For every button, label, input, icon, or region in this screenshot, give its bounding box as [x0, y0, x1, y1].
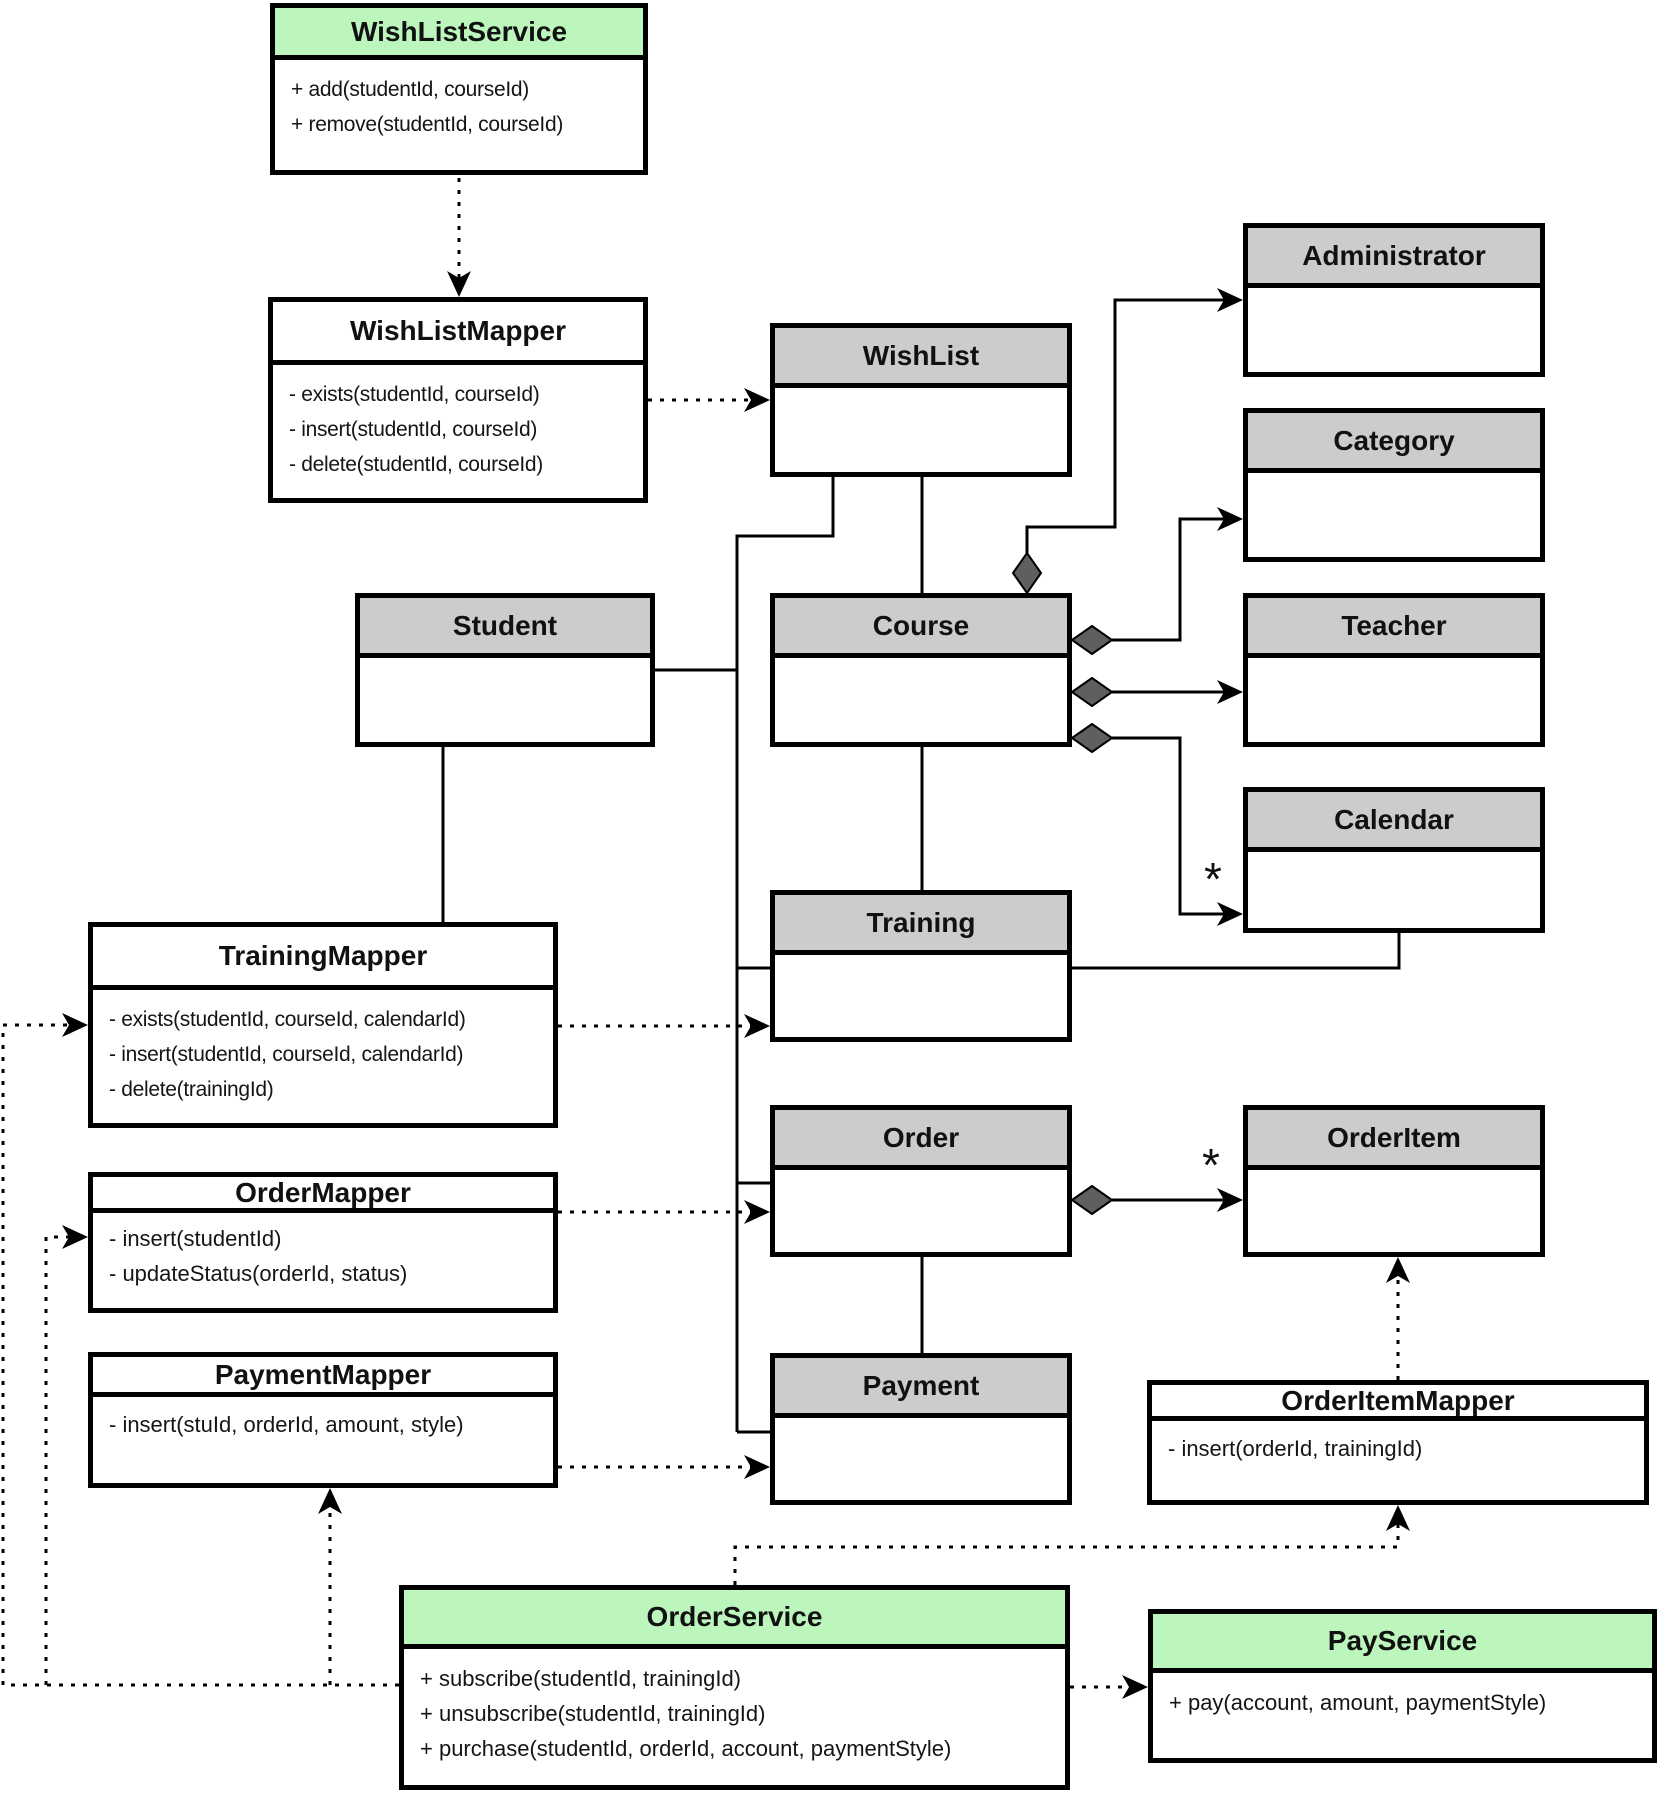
method: - insert(stuId, orderId, amount, style)	[109, 1412, 464, 1437]
multiplicity-order-orderitem: *	[1202, 1139, 1220, 1191]
class-orderservice: OrderService + subscribe(studentId, trai…	[399, 1585, 1070, 1790]
class-paymentmapper-title: PaymentMapper	[93, 1357, 553, 1397]
method: - insert(studentId)	[109, 1226, 282, 1251]
class-training-body	[775, 955, 1067, 967]
class-calendar-title: Calendar	[1248, 792, 1540, 852]
class-payment-title: Payment	[775, 1358, 1067, 1418]
class-trainingmapper-body: - exists(studentId, courseId, calendarId…	[93, 990, 553, 1107]
agg-course-category	[1070, 507, 1243, 656]
method: + add(studentId, courseId)	[291, 78, 529, 101]
dep-ordermapper-order	[558, 1200, 770, 1224]
class-orderservice-body: + subscribe(studentId, trainingId) + uns…	[404, 1649, 1065, 1766]
dep-orderitemmapper-orderitem	[1386, 1257, 1410, 1380]
class-ordermapper-title: OrderMapper	[93, 1177, 553, 1213]
class-teacher-body	[1248, 658, 1540, 670]
class-wishlist-body	[775, 388, 1067, 400]
class-trainingmapper-title: TrainingMapper	[93, 927, 553, 990]
class-wishlistmapper-body: - exists(studentId, courseId) - insert(s…	[273, 365, 643, 482]
class-orderitem: OrderItem	[1243, 1105, 1545, 1257]
dep-paymentmapper-payment	[558, 1455, 770, 1479]
class-student: Student	[355, 593, 655, 747]
class-payservice: PayService + pay(account, amount, paymen…	[1148, 1609, 1657, 1763]
conn-training-calendar	[1072, 933, 1401, 970]
class-order: Order	[770, 1105, 1072, 1257]
method: + pay(account, amount, paymentStyle)	[1169, 1690, 1547, 1715]
method: + purchase(studentId, orderId, account, …	[420, 1736, 952, 1761]
dep-trainingmapper-training	[558, 1014, 770, 1038]
class-wishlist-title: WishList	[775, 328, 1067, 388]
method: + unsubscribe(studentId, trainingId)	[420, 1701, 766, 1726]
class-ordermapper: OrderMapper - insert(studentId) - update…	[88, 1172, 558, 1313]
class-orderitem-body	[1248, 1170, 1540, 1182]
method: - updateStatus(orderId, status)	[109, 1261, 408, 1286]
method: - exists(studentId, courseId, calendarId…	[109, 1008, 466, 1031]
class-student-body	[360, 658, 650, 670]
method: - insert(orderId, trainingId)	[1168, 1436, 1423, 1461]
class-paymentmapper: PaymentMapper - insert(stuId, orderId, a…	[88, 1352, 558, 1488]
class-payment-body	[775, 1418, 1067, 1430]
class-orderitemmapper-title: OrderItemMapper	[1152, 1385, 1644, 1421]
class-orderitemmapper: OrderItemMapper - insert(orderId, traini…	[1147, 1380, 1649, 1505]
class-course-body	[775, 658, 1067, 670]
class-course-title: Course	[775, 598, 1067, 658]
class-orderitemmapper-body: - insert(orderId, trainingId)	[1152, 1421, 1644, 1466]
class-calendar-body	[1248, 852, 1540, 864]
class-category-body	[1248, 473, 1540, 485]
dep-wishlistmapper-wishlist	[648, 388, 770, 412]
dep-orderservice-payservice	[1070, 1675, 1148, 1699]
method: - delete(trainingId)	[109, 1078, 274, 1101]
class-administrator-title: Administrator	[1248, 228, 1540, 288]
class-paymentmapper-body: - insert(stuId, orderId, amount, style)	[93, 1397, 553, 1442]
agg-course-teacher	[1070, 676, 1243, 708]
class-orderitem-title: OrderItem	[1248, 1110, 1540, 1170]
class-wishlistservice-body: + add(studentId, courseId) + remove(stud…	[275, 60, 643, 142]
dep-orderservice-ordermapper	[44, 1225, 88, 1685]
method: + remove(studentId, courseId)	[291, 113, 564, 136]
class-ordermapper-body: - insert(studentId) - updateStatus(order…	[93, 1213, 553, 1291]
class-payment: Payment	[770, 1353, 1072, 1505]
multiplicity-course-calendar: *	[1204, 853, 1222, 905]
class-administrator: Administrator	[1243, 223, 1545, 377]
class-order-body	[775, 1170, 1067, 1182]
method: - insert(studentId, courseId, calendarId…	[109, 1043, 464, 1066]
dep-orderservice-orderitemmapper	[733, 1505, 1410, 1585]
class-trainingmapper: TrainingMapper - exists(studentId, cours…	[88, 922, 558, 1128]
method: - delete(studentId, courseId)	[289, 453, 543, 476]
class-payservice-body: + pay(account, amount, paymentStyle)	[1153, 1673, 1652, 1720]
class-administrator-body	[1248, 288, 1540, 300]
class-category: Category	[1243, 408, 1545, 562]
class-teacher: Teacher	[1243, 593, 1545, 747]
class-wishlist: WishList	[770, 323, 1072, 477]
class-orderservice-title: OrderService	[404, 1590, 1065, 1649]
class-wishlistmapper-title: WishListMapper	[273, 302, 643, 365]
method: - insert(studentId, courseId)	[289, 418, 538, 441]
method: + subscribe(studentId, trainingId)	[420, 1666, 742, 1691]
dep-orderservice-paymentmapper	[318, 1488, 342, 1685]
class-training: Training	[770, 890, 1072, 1042]
class-order-title: Order	[775, 1110, 1067, 1170]
class-wishlistservice-title: WishListService	[275, 8, 643, 60]
class-wishlistmapper: WishListMapper - exists(studentId, cours…	[268, 297, 648, 503]
dep-wishlistservice-wishlistmapper	[447, 178, 471, 297]
class-teacher-title: Teacher	[1248, 598, 1540, 658]
class-training-title: Training	[775, 895, 1067, 955]
class-student-title: Student	[360, 598, 650, 658]
class-category-title: Category	[1248, 413, 1540, 473]
class-wishlistservice: WishListService + add(studentId, courseI…	[270, 3, 648, 175]
class-course: Course	[770, 593, 1072, 747]
class-payservice-title: PayService	[1153, 1614, 1652, 1673]
class-calendar: Calendar	[1243, 787, 1545, 933]
method: - exists(studentId, courseId)	[289, 383, 540, 406]
